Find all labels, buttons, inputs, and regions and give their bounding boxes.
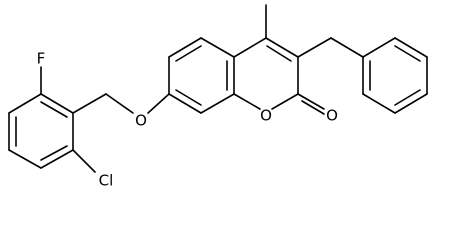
atom-label-ether-oxygen: O (135, 112, 147, 130)
atom-label-fluorine: F (37, 50, 46, 68)
bond-o-coumarin (147, 93, 170, 114)
bond (200, 37, 235, 58)
atom-label-carbonyl-oxygen: O (326, 107, 338, 125)
bond (40, 93, 74, 114)
coumarin-benzo-ring (168, 37, 235, 114)
double-bond-inner (266, 45, 292, 62)
bond (394, 93, 428, 114)
double-bond-inner (394, 45, 421, 62)
bond (8, 149, 42, 169)
bond (40, 149, 74, 169)
bond (362, 93, 396, 114)
bond-c-o-carbonyl-double (301, 100, 325, 115)
bond (8, 93, 42, 114)
bond (271, 93, 299, 110)
double-bond-inner (175, 89, 202, 106)
structure-canvas: F Cl O O O (8, 4, 428, 190)
bond (168, 93, 202, 114)
bond (265, 37, 299, 58)
chlorofluorophenyl-ring (8, 93, 74, 169)
bond (233, 93, 261, 110)
bond (168, 37, 202, 58)
bond-c-cl (72, 149, 96, 173)
bond-ring-ch2 (72, 93, 107, 114)
atom-label-chlorine: Cl (99, 172, 114, 190)
double-bond-inner (394, 89, 421, 106)
double-bond-inner (40, 101, 68, 118)
bond (362, 37, 396, 58)
bond (394, 37, 428, 58)
double-bond-inner (40, 145, 68, 161)
bond-ch2-phenyl (330, 37, 364, 58)
bond (200, 93, 235, 114)
phenyl-ring (362, 37, 428, 114)
bond (233, 37, 267, 58)
bond-c3-ch2 (297, 37, 332, 58)
pyranone-ring (233, 37, 299, 110)
atom-label-ring-oxygen: O (260, 107, 272, 125)
bond-c-o-carbonyl (297, 93, 325, 110)
double-bond-inner (175, 45, 202, 62)
bond-ch2-o (105, 93, 134, 114)
